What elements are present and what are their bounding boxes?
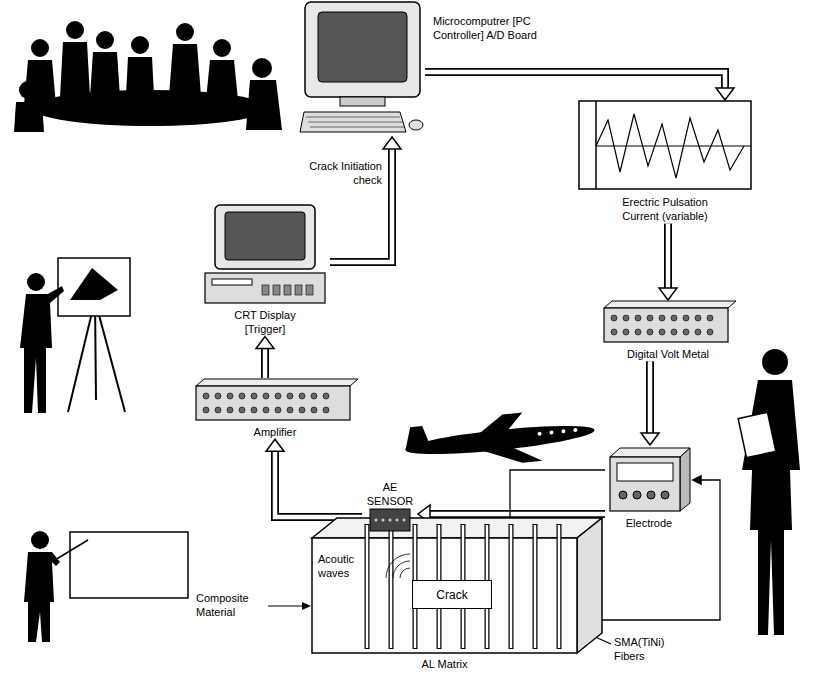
- man-papers-clipart: [738, 349, 800, 635]
- text-holder: Erectric Pulsation Current (variable): [610, 195, 720, 224]
- arrow-head: [641, 433, 659, 445]
- text-holder: CRT Display [Trigger]: [215, 308, 315, 337]
- computer-art: [300, 2, 425, 137]
- crack-box: Crack: [412, 580, 492, 609]
- arrow-head: [716, 88, 734, 100]
- text-holder: AE SENSOR: [362, 480, 418, 509]
- text-holder: Digital Volt Metal: [598, 347, 738, 361]
- wave-label: Acoutic waves: [318, 553, 364, 581]
- node-label: AE SENSOR: [362, 480, 418, 509]
- sensor-art: [362, 509, 418, 531]
- connector-arrow: [425, 72, 734, 100]
- connector-arrow: [266, 439, 362, 517]
- computer-node: Microcomputrer [PC Controller] A/D Board: [300, 2, 425, 137]
- arrow-head: [266, 439, 284, 451]
- connector-arrow: [256, 337, 274, 378]
- node-label: Digital Volt Metal: [598, 347, 738, 361]
- arrow-head: [256, 337, 274, 349]
- composite-block: AL Matrix Crack: [312, 518, 602, 671]
- electrode-device: Electrode: [605, 445, 693, 530]
- node-label: Electrode: [605, 516, 693, 530]
- teacher-board-clipart: [24, 531, 188, 642]
- arrow-head: [383, 137, 401, 149]
- airplane-clipart: [403, 405, 597, 475]
- pulse-art: [578, 100, 752, 192]
- connector-arrow: [330, 137, 401, 262]
- material-label: Composite Material: [196, 592, 266, 620]
- arrow-head: [693, 476, 701, 484]
- rack-art: [598, 300, 738, 344]
- node-label: Crack: [419, 588, 485, 604]
- crt-art: [200, 205, 330, 305]
- node-label: Microcomputrer [PC Controller] A/D Board: [433, 14, 551, 43]
- text-holder: Microcomputrer [PC Controller] A/D Board: [433, 14, 551, 43]
- edge-label: Crack Initiation check: [296, 160, 382, 188]
- node-label: CRT Display [Trigger]: [215, 308, 315, 337]
- fiber-label: SMA(TiNi) Fibers: [614, 636, 690, 664]
- text-holder: Electrode: [605, 516, 693, 530]
- node-label: Erectric Pulsation Current (variable): [610, 195, 720, 224]
- crt-display: CRT Display [Trigger]: [200, 205, 330, 337]
- rack-art: [190, 378, 360, 422]
- node-label: AL Matrix: [312, 657, 577, 671]
- arrow-head: [659, 288, 677, 300]
- connector-arrow: [510, 470, 605, 518]
- meeting-clipart: [14, 21, 282, 132]
- electrode-art: [605, 445, 693, 513]
- connector-arrow: [641, 361, 659, 445]
- text-holder: Amplifier: [190, 425, 360, 439]
- pulse-generator-box: Erectric Pulsation Current (variable): [578, 100, 752, 224]
- amplifier-device: Amplifier: [190, 378, 360, 439]
- node-label: Amplifier: [190, 425, 360, 439]
- text-holder: Crack: [419, 588, 485, 604]
- text-holder: AL Matrix: [312, 657, 577, 671]
- connector-arrow: [659, 224, 677, 300]
- ae-sensor: AE SENSOR: [362, 480, 418, 531]
- presenter-easel-clipart: [20, 258, 130, 413]
- voltmeter-device: Digital Volt Metal: [598, 300, 738, 361]
